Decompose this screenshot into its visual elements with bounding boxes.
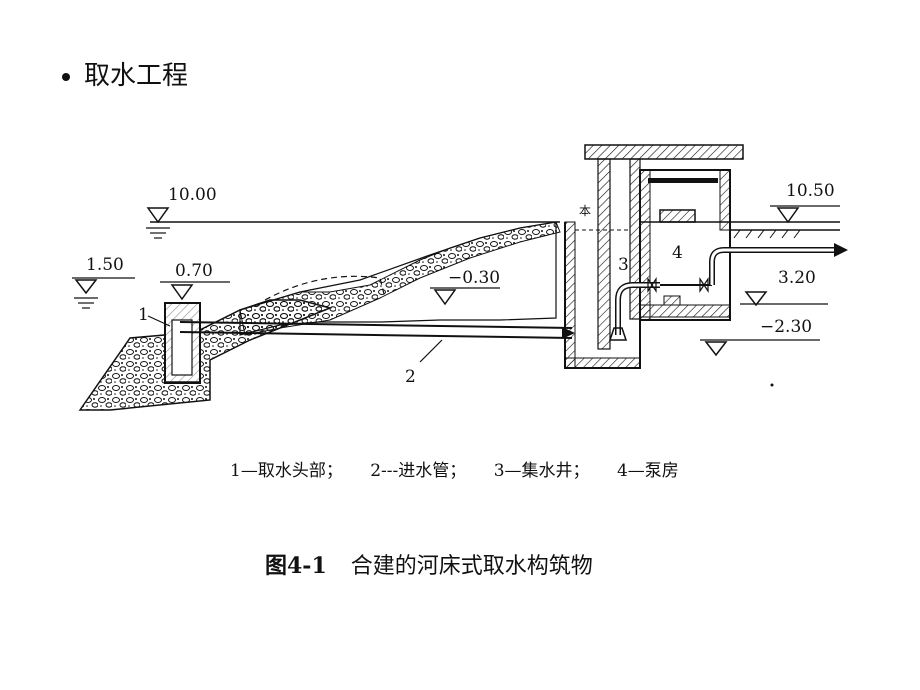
embankment-riprap: [239, 221, 561, 336]
bullet-dot: [62, 72, 70, 81]
elevation-marker-1000: [146, 207, 170, 239]
pump-house-floor: [639, 304, 731, 318]
elevation-marker-1050: [770, 205, 840, 224]
part2-leader: [419, 339, 443, 363]
label-m230: −2.30: [760, 317, 812, 337]
figure-title: 合建的河床式取水构筑物: [350, 554, 593, 579]
collecting-well-wall-left: [564, 221, 576, 369]
pump: [663, 295, 681, 306]
mast-mark: 本: [579, 204, 591, 218]
legend-item-intake-head: 1—取水头部；: [230, 461, 343, 481]
label-070: 0.70: [175, 261, 213, 281]
section-heading: 取水工程: [62, 55, 188, 92]
elevation-marker-070: [160, 281, 230, 301]
valve-right: [699, 277, 709, 293]
intake-pipe-top: [179, 321, 573, 329]
pump-house-wall-right: [719, 169, 731, 231]
intake-pipe-bottom: [179, 331, 573, 339]
suction-bell: [608, 327, 628, 341]
elevation-marker-320: [744, 291, 768, 307]
valve-left: [647, 277, 657, 293]
speck: [770, 383, 774, 387]
station-left-column: [597, 158, 611, 350]
legend: 1—取水头部； 2---进水管； 3—集水井； 4—泵房: [230, 456, 701, 481]
elevation-marker-m030: [430, 287, 500, 306]
collecting-well-bottom: [564, 357, 641, 369]
part-number-1: 1: [138, 305, 149, 325]
station-mid-column: [629, 158, 641, 320]
label-1050: 10.50: [786, 181, 835, 201]
label-150: 1.50: [86, 255, 124, 275]
elevation-marker-m230: [704, 341, 728, 357]
station-roof: [584, 144, 744, 160]
legend-item-collecting-well: 3—集水井；: [493, 461, 590, 481]
legend-item-pump-house: 4—泵房: [616, 461, 679, 481]
pump-house-wall: [639, 169, 651, 321]
part-number-2: 2: [405, 367, 416, 387]
crane-beam: [648, 178, 718, 183]
part1-leader: [147, 315, 171, 327]
label-320: 3.20: [778, 268, 816, 288]
dashed-fill-outline: [264, 275, 386, 301]
figure-caption: 图4-1 合建的河床式取水构筑物: [265, 548, 593, 580]
motor-unit: [659, 209, 696, 223]
label-1000: 10.00: [168, 185, 217, 205]
elevation-marker-150: [72, 277, 135, 309]
part-number-4: 4: [672, 243, 683, 263]
outlet-pipe: [709, 247, 840, 285]
intake-head-chamber: [171, 319, 193, 376]
label-m030: −0.30: [448, 268, 500, 288]
legend-item-intake-pipe: 2---进水管；: [370, 461, 467, 481]
section-heading-text: 取水工程: [84, 61, 189, 91]
suction-pipe-inner: [616, 283, 660, 335]
outlet-arrow: [834, 243, 848, 257]
pump-house-outer: [639, 169, 731, 321]
figure-number: 图4-1: [265, 553, 327, 579]
outlet-pipe-inner: [710, 248, 840, 285]
part-number-3: 3: [618, 255, 629, 275]
ground-hatch-right: [733, 229, 801, 239]
